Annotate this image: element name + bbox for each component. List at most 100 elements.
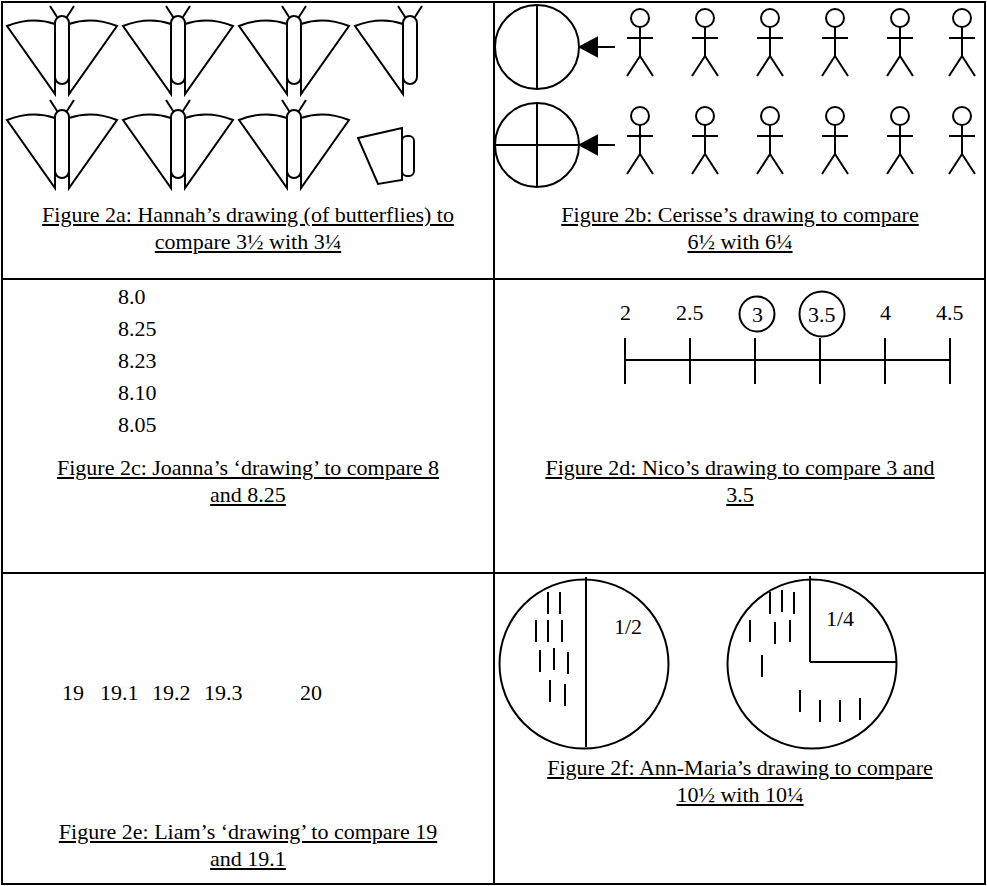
butterfly-body [55,16,69,84]
tally-mark [539,650,541,672]
tally-mark [549,680,551,702]
circle-outline [728,580,897,749]
figure-cell: Figure 2f: Ann-Maria’s drawing to compar… [493,572,986,885]
arrow-head [580,38,597,56]
stick-figure [692,107,718,174]
stick-figure [692,9,718,76]
figure-caption: Figure 2c: Joanna’s ‘drawing’ to compare… [48,454,448,508]
decimal-list-value: 8.05 [118,412,157,437]
fraction-circle: 1/2 [498,578,670,750]
tally-mark [761,655,763,677]
butterfly-wing [355,20,403,94]
stick-figure [887,9,913,76]
number-line-value: 2.5 [676,300,704,325]
butterfly-wing [123,20,171,94]
butterfly-body [287,16,301,84]
decimal-sequence-value: 19.1 [100,680,139,705]
tally-mark [561,620,563,642]
tally-mark [839,700,841,722]
butterfly-body [287,110,301,178]
tick-mark [689,338,691,384]
number-line [625,338,950,384]
tally-mark [781,590,783,612]
half-circle [495,5,579,89]
butterfly-body [55,110,69,178]
decimal-sequence-value: 19.3 [204,680,243,705]
tally-mark [769,592,771,614]
divider-line [495,144,579,146]
circle-outline [740,297,775,332]
tally-mark [749,620,751,642]
tally-mark [819,700,821,722]
tally-mark [799,690,801,712]
tally-mark [859,698,861,720]
divider-line [810,661,896,663]
butterfly-wing [69,20,117,94]
butterfly-wing [185,20,233,94]
butterfly-body [171,16,185,84]
butterfly-body [282,6,306,84]
figure-caption: Figure 2d: Nico’s drawing to compare 3 a… [540,454,940,508]
stick-figure [757,107,783,174]
tally-mark [564,684,566,706]
tally-mark [789,620,791,642]
circle-outline [800,292,845,337]
circle-outline [498,578,670,750]
butterfly-wing [301,20,349,94]
divider-line [809,576,811,662]
tally-mark [553,648,555,670]
stick-figure [822,9,848,76]
divider-line [536,5,538,89]
tally-mark [567,652,569,674]
butterfly-body [282,100,306,178]
butterfly-body [403,16,417,84]
stick-figure [757,9,783,76]
tick-mark [949,338,951,384]
number-line-value: 2 [620,300,631,325]
circled-number: 3.5 [798,290,846,338]
circled-value: 3 [752,302,763,327]
circled-number: 3 [738,295,776,333]
tally-marks [536,576,896,747]
quarter-circle [495,103,579,187]
stick-figure [887,107,913,174]
tick-mark [884,338,886,384]
decimal-list-value: 8.10 [118,380,157,405]
figure-cell: Figure 2d: Nico’s drawing to compare 3 a… [493,278,986,574]
number-line-value: 4 [880,300,891,325]
stick-figure [627,9,653,76]
tally-mark [547,620,549,642]
fraction-circle: 1/4 [726,578,898,750]
figure-cell: Figure 2b: Cerisse’s drawing to compare … [493,1,986,280]
stick-figure [949,9,975,76]
figure-cell: Figure 2a: Hannah’s drawing (of butterfl… [1,1,495,280]
butterfly-wing [7,114,55,188]
tick-mark [624,338,626,384]
arrow-head [580,136,597,154]
decimal-list-value: 8.23 [118,348,157,373]
axis-line [625,359,950,361]
butterfly-body [171,110,185,178]
figure-cell: Figure 2c: Joanna’s ‘drawing’ to compare… [1,278,495,574]
tick-mark [754,338,756,384]
butterfly-wing [358,128,402,184]
butterfly-body [50,6,74,84]
figure-caption: Figure 2b: Cerisse’s drawing to compare … [545,201,935,255]
figure-cell: Figure 2e: Liam’s ‘drawing’ to compare 1… [1,572,495,885]
butterfly-wing [123,114,171,188]
butterfly-body [166,100,190,178]
stick-figure [949,107,975,174]
butterfly-wing [239,20,287,94]
butterfly-body [50,100,74,178]
tally-mark [559,592,561,614]
decimal-list-value: 8.25 [118,316,157,341]
stick-figure [627,107,653,174]
stick-figure [822,107,848,174]
butterfly-wing [69,114,117,188]
butterfly-wing [301,114,349,188]
butterfly-wing [185,114,233,188]
divider-line [585,577,587,747]
tick-mark [819,338,821,384]
butterfly-wing [239,114,287,188]
butterfly-body [402,136,414,176]
